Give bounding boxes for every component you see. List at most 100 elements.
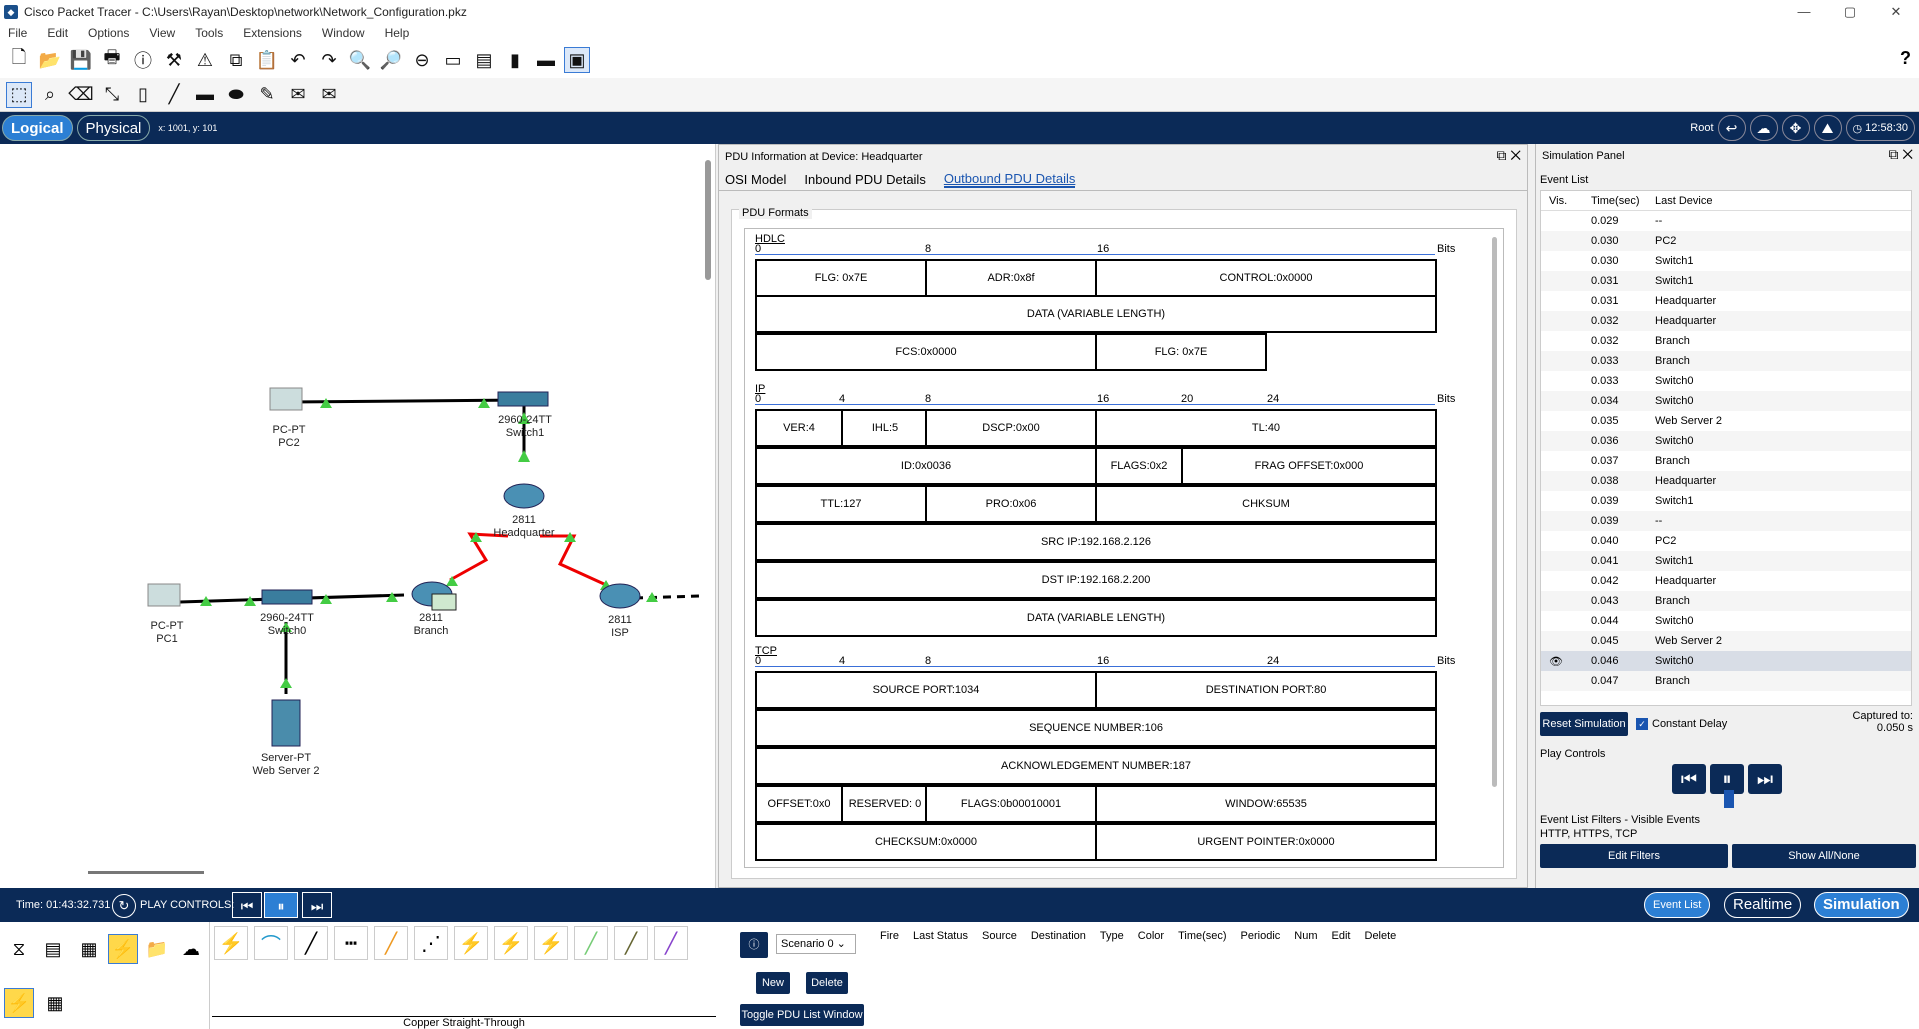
hq-router-icon[interactable] bbox=[503, 483, 545, 509]
paste-icon[interactable]: 📋 bbox=[255, 49, 279, 70]
coaxial-cable-icon[interactable]: ⚡ bbox=[454, 926, 488, 960]
server-icon[interactable] bbox=[271, 699, 301, 747]
new-file-icon[interactable]: 🗋 bbox=[11, 47, 27, 67]
add-complex-pdu-icon[interactable]: ✉ bbox=[321, 84, 337, 104]
pdu-envelope-icon[interactable] bbox=[431, 593, 457, 611]
custom-device-icon[interactable]: ▤ bbox=[475, 49, 493, 70]
pdu-scrollbar[interactable] bbox=[1492, 237, 1497, 787]
menu-file[interactable]: File bbox=[8, 26, 28, 40]
connections-sub-icon[interactable]: ⚡ bbox=[4, 988, 34, 1018]
note-icon[interactable]: ▯ bbox=[138, 84, 148, 104]
rectangle-icon[interactable]: ▬ bbox=[196, 84, 214, 104]
realtime-mode-button[interactable]: Realtime bbox=[1724, 892, 1802, 918]
event-row[interactable]: 0.029-- bbox=[1541, 211, 1911, 231]
freeform-icon[interactable]: ✎ bbox=[259, 84, 275, 104]
close-button[interactable]: ✕ bbox=[1890, 4, 1902, 19]
link-pc2-switch1[interactable] bbox=[289, 398, 521, 404]
iot-cable-icon[interactable]: ╱ bbox=[614, 926, 648, 960]
zoom-out-icon[interactable]: ⊖ bbox=[414, 49, 430, 70]
reset-simulation-button[interactable]: Reset Simulation bbox=[1540, 712, 1628, 736]
components-icon[interactable]: ▦ bbox=[80, 938, 98, 959]
switch1-icon[interactable] bbox=[497, 391, 549, 407]
serial-dte-cable-icon[interactable]: ⚡ bbox=[534, 926, 568, 960]
maximize-button[interactable]: ▢ bbox=[1843, 4, 1857, 19]
screenshot-icon[interactable]: ▣ bbox=[564, 47, 590, 73]
wizard-icon[interactable]: ⚒ bbox=[165, 49, 183, 70]
menu-window[interactable]: Window bbox=[321, 26, 365, 40]
switch0-icon[interactable] bbox=[261, 589, 313, 605]
canvas-vertical-scrollbar[interactable] bbox=[705, 160, 711, 280]
auto-connect-cable-icon[interactable]: ⚡ bbox=[214, 926, 248, 960]
canvas-horizontal-scrollbar[interactable] bbox=[88, 871, 204, 874]
zoom-in-icon[interactable]: 🔍 bbox=[348, 49, 372, 70]
constant-delay-checkbox[interactable]: ✓ bbox=[1636, 718, 1648, 730]
scenario-info-icon[interactable]: ⓘ bbox=[740, 932, 768, 958]
menu-extensions[interactable]: Extensions bbox=[243, 26, 302, 40]
isp-router-icon[interactable] bbox=[599, 583, 641, 609]
delete-icon[interactable]: ⌫ bbox=[68, 84, 94, 104]
physical-view-button[interactable]: Physical bbox=[76, 115, 151, 141]
minimize-button[interactable]: — bbox=[1797, 4, 1811, 19]
zoom-reset-icon[interactable]: 🔎 bbox=[379, 49, 403, 70]
select-icon[interactable]: ⬚ bbox=[6, 81, 32, 108]
console-cable-icon[interactable]: ⌒ bbox=[254, 926, 288, 960]
inspect-icon[interactable]: ⌕ bbox=[44, 84, 56, 104]
back-icon[interactable]: ↩ bbox=[1717, 115, 1746, 141]
grid-icon[interactable]: ▦ bbox=[46, 992, 64, 1013]
network-devices-icon[interactable]: ⧖ bbox=[12, 938, 26, 959]
speed-slider-handle[interactable] bbox=[1724, 790, 1734, 808]
bar-pause-icon[interactable]: ⏸ bbox=[264, 892, 298, 918]
straight-through-cable-icon[interactable]: ╱ bbox=[294, 926, 328, 960]
pause-button[interactable]: ⏸ bbox=[1710, 764, 1744, 794]
viewport-icon[interactable]: ▮ bbox=[510, 49, 520, 70]
pc1-icon[interactable] bbox=[147, 583, 181, 607]
add-simple-pdu-icon[interactable]: ✉ bbox=[290, 84, 306, 104]
line-icon[interactable]: ╱ bbox=[168, 84, 180, 104]
edit-filters-button[interactable]: Edit Filters bbox=[1540, 844, 1728, 868]
pdu-list-icon[interactable]: ▬ bbox=[537, 49, 555, 70]
new-scenario-button[interactable]: New bbox=[756, 972, 790, 994]
link-hq-isp[interactable] bbox=[540, 534, 605, 586]
delete-scenario-button[interactable]: Delete bbox=[806, 972, 848, 994]
sim-undock-close-icon[interactable]: ⧉ ✕ bbox=[1888, 146, 1913, 162]
network-info-icon[interactable]: ⚠ bbox=[196, 49, 214, 70]
save-icon[interactable]: 💾 bbox=[69, 49, 93, 70]
connections-icon[interactable]: ⚡ bbox=[108, 934, 138, 964]
info-icon[interactable]: ⓘ bbox=[134, 51, 152, 71]
phone-cable-icon[interactable]: ⋰ bbox=[414, 926, 448, 960]
crossover-cable-icon[interactable]: ┅ bbox=[334, 926, 368, 960]
bar-step-back-icon[interactable]: ⏮ bbox=[232, 892, 262, 918]
end-devices-icon[interactable]: ▤ bbox=[44, 938, 62, 959]
bar-step-forward-icon[interactable]: ⏭ bbox=[302, 892, 332, 918]
help-icon[interactable]: ? bbox=[1900, 48, 1911, 68]
simulation-mode-button[interactable]: Simulation bbox=[1814, 892, 1909, 918]
step-forward-button[interactable]: ⏭ bbox=[1748, 764, 1782, 794]
event-row[interactable]: 0.039-- bbox=[1541, 511, 1911, 531]
scenario-select[interactable]: Scenario 0 ⌄ bbox=[776, 934, 856, 954]
misc-icon[interactable]: 📁 bbox=[145, 938, 169, 959]
drawing-palette-icon[interactable]: ▭ bbox=[444, 49, 462, 70]
step-back-button[interactable]: ⏮ bbox=[1672, 764, 1706, 794]
fiber-cable-icon[interactable]: ╱ bbox=[374, 926, 408, 960]
copy-icon[interactable]: ⧉ bbox=[229, 49, 243, 70]
octal-cable-icon[interactable]: ╱ bbox=[574, 926, 608, 960]
redo-icon[interactable]: ↷ bbox=[321, 49, 337, 70]
menu-tools[interactable]: Tools bbox=[195, 26, 224, 40]
